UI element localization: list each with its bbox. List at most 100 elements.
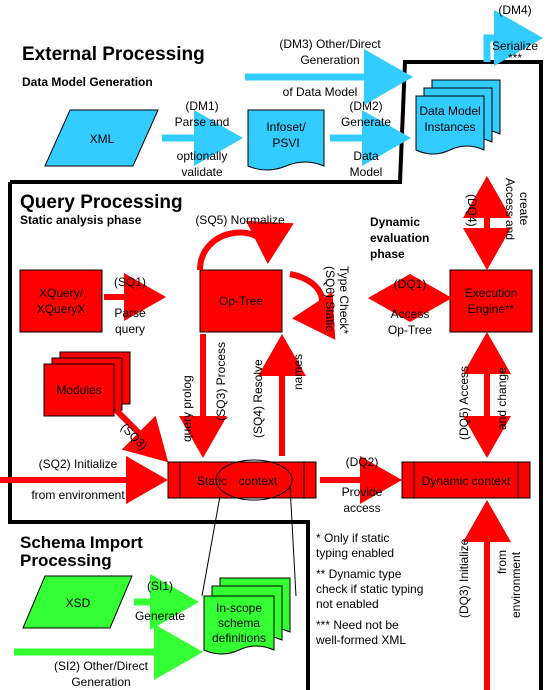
data-model-generation-heading: Data Model Generation [22, 75, 153, 89]
sq1-label-2: Parse [114, 306, 146, 320]
inscope-label-2: schema [218, 616, 260, 630]
sq4-label-1: (SQ4) Resolve [251, 359, 265, 438]
dm1-label-2: Parse and [175, 115, 230, 129]
query-processing-heading: Query Processing [20, 192, 183, 213]
inscope-schema-node [203, 577, 291, 655]
xsd-node [22, 575, 133, 629]
dynamic-eval-heading-3: phase [370, 247, 405, 261]
callout-line-right [289, 485, 297, 597]
si2-label-2: Generation [71, 675, 130, 689]
modules-node [43, 351, 131, 417]
dm3-label-1: (DM3) Other/Direct [279, 37, 381, 51]
xquery-node [19, 269, 103, 333]
dynamic-eval-heading-1: Dynamic [370, 215, 420, 229]
sq6-arrow [289, 271, 336, 340]
dm-instances-label-1: Data Model [419, 104, 480, 118]
xquery-label-2: XQueryX [37, 302, 86, 316]
schema-import-border [8, 182, 310, 690]
dynamic-context-node [401, 461, 531, 499]
si1-label-1: (SI1) [147, 579, 173, 593]
dq2-label-3: access [343, 501, 380, 515]
static-context-label-1: Static [197, 474, 227, 488]
execution-engine-label-2: Engine** [468, 302, 515, 316]
callout-line-left [201, 495, 221, 597]
inscope-label-1: In-scope [216, 601, 262, 615]
xml-label: XML [90, 132, 115, 146]
si2-label-1: (SI2) Other/Direct [54, 659, 149, 673]
xml-node [44, 109, 159, 167]
dm4-arrow [483, 10, 543, 66]
xquery-label-1: XQuery/ [39, 286, 84, 300]
dm1-label-4: validate [181, 165, 223, 179]
infoset-label-2: PSVI [272, 136, 299, 150]
sq6-label-1: (SQ6) Static [323, 266, 337, 331]
dq1-label-2: Access [391, 307, 430, 321]
dq5-label-1: (DQ5) Access [457, 366, 471, 440]
sq3-label-1: (SQ3) Process [214, 342, 228, 421]
dm4-label-code: (DM4) [498, 3, 531, 17]
execution-engine-node [449, 269, 533, 333]
xsd-label: XSD [66, 596, 91, 610]
note-line-2: typing enabled [316, 546, 394, 560]
note-line-3: ** Dynamic type [316, 567, 402, 581]
dynamic-eval-heading-2: evaluation [370, 231, 429, 245]
sq2-label-1: (SQ2) Initialize [39, 457, 118, 471]
dq4-label-3: create [517, 192, 531, 226]
sq6-label-2: Type Check* [337, 266, 351, 334]
dq2-label-2: Provide [342, 485, 383, 499]
schema-import-heading-2: Processing [20, 551, 112, 570]
sq5-label: (SQ5) Normalize [195, 213, 285, 227]
dq3-label-2: from [495, 550, 509, 574]
note-line-5: not enabled [316, 597, 379, 611]
note-line-6: *** Need not be [316, 618, 399, 632]
dq3-label-3: environment [509, 551, 523, 618]
sq1-label-1: (SQ1) [114, 275, 146, 289]
si1-label-2: Generate [135, 609, 185, 623]
dm4-label-2: *** [508, 51, 522, 65]
dm1-label-1: (DM1) [185, 99, 218, 113]
dm2-label-1: (DM2) [349, 99, 382, 113]
dq2-label-1: (DQ2) [346, 455, 379, 469]
infoset-label-1: Infoset/ [266, 120, 306, 134]
external-processing-heading: External Processing [22, 44, 205, 65]
sq1-label-3: query [115, 322, 145, 336]
static-context-highlight [215, 459, 293, 501]
dq1-label-3: Op-Tree [388, 323, 433, 337]
dm3-label-3: of Data Model [283, 85, 358, 99]
static-context-node [167, 461, 317, 499]
sq2-label-2: from environment [31, 488, 125, 502]
data-model-instances-node [415, 79, 501, 155]
dm2-label-4: Model [350, 165, 383, 179]
inscope-label-3: definitions [212, 631, 266, 645]
dm1-label-3: optionally [177, 149, 228, 163]
dq4-label-1: (DQ4) [465, 194, 479, 227]
dm3-label-2: Generation [300, 53, 359, 67]
dm2-label-3: Data [353, 149, 379, 163]
op-tree-node [199, 269, 283, 333]
dm4-label-1: Serialize [492, 39, 538, 53]
note-line-7: well-formed XML [315, 633, 406, 647]
dm-instances-label-2: Instances [424, 120, 475, 134]
dq5-label-2: and change [495, 367, 509, 430]
dq3-label-1: (DQ3) Initialize [457, 538, 471, 618]
static-context-label-2: context [239, 474, 278, 488]
note-line-4: check if static typing [316, 582, 423, 596]
static-analysis-heading: Static analysis phase [20, 213, 142, 227]
dm2-label-2: Generate [341, 115, 391, 129]
dynamic-context-label: Dynamic context [422, 474, 511, 488]
footnotes: * Only if static typing enabled ** Dynam… [315, 531, 423, 647]
note-line-1: * Only if static [316, 531, 389, 545]
execution-engine-label-1: Execution [465, 286, 518, 300]
op-tree-label: Op-Tree [219, 294, 264, 308]
schema-import-heading-1: Schema Import [20, 533, 143, 552]
modules-label: Modules [56, 383, 101, 397]
infoset-node [247, 109, 325, 171]
sq3-modules-arrow [113, 407, 169, 463]
sq4-label-2: names [291, 354, 305, 390]
dq4-label-2: Access and [503, 178, 517, 240]
dq1-label-1: (DQ1) [394, 277, 427, 291]
sq3-label-2: query prolog [180, 375, 194, 442]
sq5-arrow [197, 220, 294, 271]
